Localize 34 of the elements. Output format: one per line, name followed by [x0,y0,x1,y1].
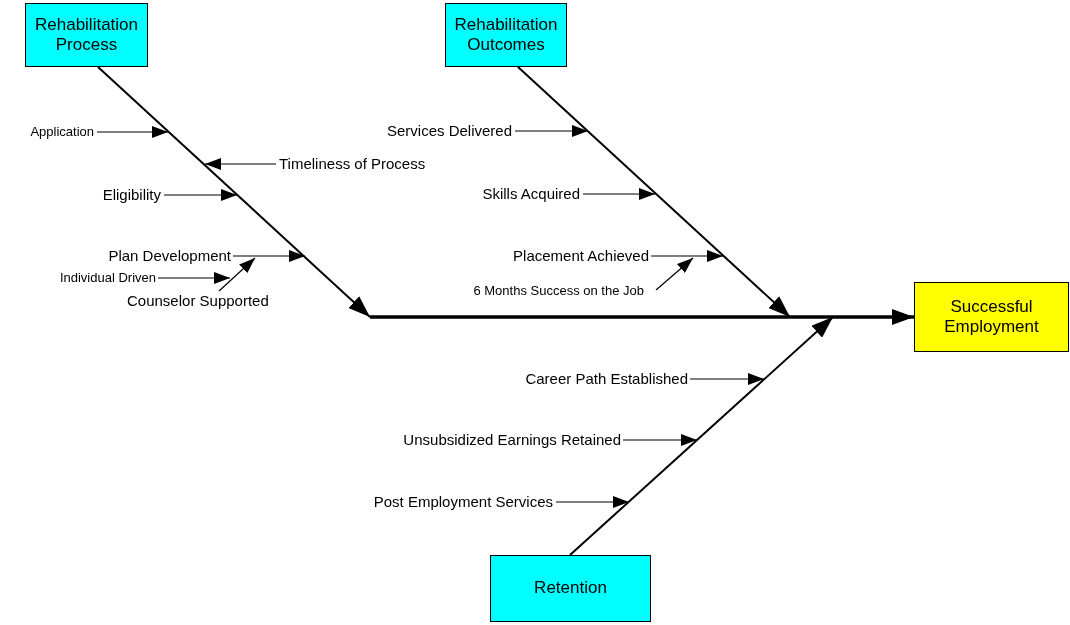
arrow [232,250,306,262]
cause-label: Application [30,124,94,140]
arrow [689,373,765,385]
category-box: Successful Employment [914,282,1069,352]
cause-label: Skills Acquired [482,185,580,203]
arrow [163,189,238,201]
arrow [96,126,169,138]
cause-label: Eligibility [102,186,161,204]
cause-label: Unsubsidized Earnings Retained [403,431,621,449]
cause-label: Plan Development [108,247,231,265]
cause-label: Career Path Established [525,370,688,388]
arrow [655,257,694,291]
cause-label: Timeliness of Process [279,155,426,173]
bone-arrow [370,309,914,325]
cause-label: 6 Months Success on the Job [473,283,644,299]
cause-label: Services Delivered [386,122,512,140]
cause-label: Post Employment Services [373,493,553,511]
arrow [622,434,698,446]
category-box: Rehabilitation Process [25,3,148,67]
arrow [157,272,231,284]
arrow [555,496,630,508]
bone-arrow [97,66,371,318]
arrow [204,158,277,170]
arrow [582,188,656,200]
bone-arrow [517,66,791,318]
bone-arrow [569,316,834,556]
cause-label: Counselor Supported [127,292,269,310]
cause-label: Individual Driven [59,270,156,286]
arrow [218,257,256,292]
arrow [514,125,589,137]
category-box: Retention [490,555,651,622]
arrow [650,250,724,262]
cause-label: Placement Achieved [513,247,649,265]
category-box: Rehabilitation Outcomes [445,3,567,67]
